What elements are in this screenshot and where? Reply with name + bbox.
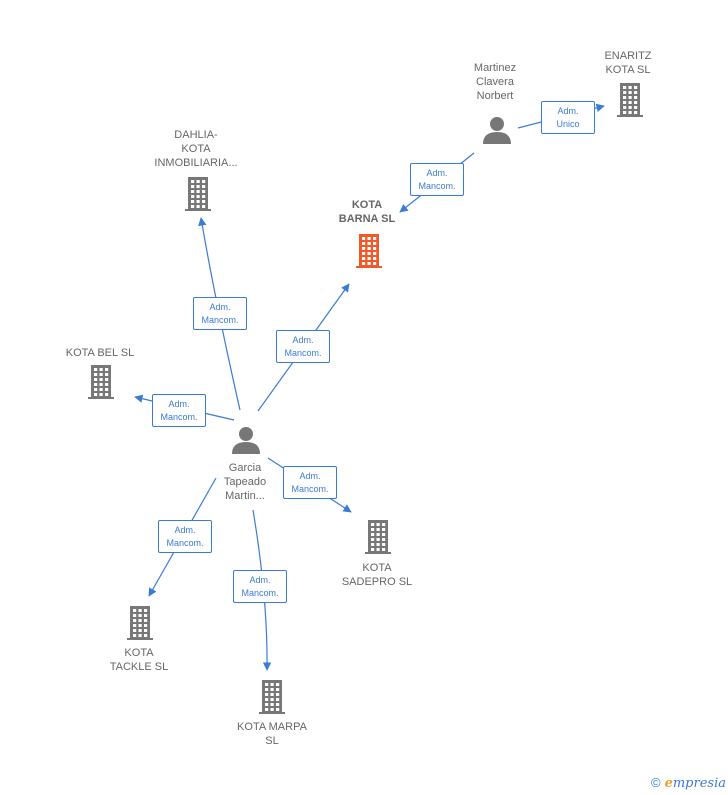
role-scope: Mancom. (418, 180, 456, 191)
node-label-dahlia[interactable]: DAHLIA- KOTA INMOBILIARIA... (154, 129, 238, 169)
brand-logo: empresia (664, 776, 726, 791)
footer-brand[interactable]: ©empresia (651, 775, 726, 791)
role-type: Adm. (426, 167, 448, 178)
person-icon-martinez[interactable] (483, 117, 511, 144)
role-scope: Mancom. (160, 411, 198, 422)
role-scope: Unico (556, 118, 580, 129)
role-label-garcia-to-kota-barna[interactable]: Adm. Mancom. (276, 330, 330, 363)
role-label-garcia-to-tackle[interactable]: Adm. Mancom. (158, 520, 212, 553)
role-type: Adm. (557, 105, 579, 116)
node-label-enaritz[interactable]: ENARITZ KOTA SL (604, 50, 652, 76)
role-label-martinez-to-kota-barna[interactable]: Adm. Mancom. (410, 163, 464, 196)
node-label-kota-barna[interactable]: KOTA BARNA SL (338, 199, 396, 225)
role-type: Adm. (299, 470, 321, 481)
role-scope: Mancom. (291, 483, 329, 494)
role-label-garcia-to-sadepro[interactable]: Adm. Mancom. (283, 466, 337, 499)
role-label-garcia-to-marpa[interactable]: Adm. Mancom. (233, 570, 287, 603)
role-scope: Mancom. (166, 537, 204, 548)
node-label-kota-bel[interactable]: KOTA BEL SL (65, 347, 135, 359)
role-type: Adm. (209, 301, 231, 312)
building-icon-sadepro[interactable] (365, 520, 391, 554)
role-label-garcia-to-kota-bel[interactable]: Adm. Mancom. (152, 394, 206, 427)
role-scope: Mancom. (241, 587, 279, 598)
role-scope: Mancom. (201, 314, 239, 325)
node-label-martinez[interactable]: Martinez Clavera Norbert (473, 62, 517, 102)
node-label-sadepro[interactable]: KOTA SADEPRO SL (341, 562, 413, 588)
building-icon-enaritz[interactable] (617, 83, 643, 117)
node-label-tackle[interactable]: KOTA TACKLE SL (109, 647, 169, 673)
copyright-symbol: © (650, 775, 661, 790)
role-type: Adm. (174, 524, 196, 535)
role-label-garcia-to-dahlia[interactable]: Adm. Mancom. (193, 297, 247, 330)
building-icon-tackle[interactable] (127, 606, 153, 640)
role-scope: Mancom. (284, 347, 322, 358)
role-label-martinez-to-enaritz[interactable]: Adm. Unico (541, 101, 595, 134)
role-type: Adm. (292, 334, 314, 345)
node-label-marpa[interactable]: KOTA MARPA SL (237, 721, 307, 747)
role-type: Adm. (168, 398, 190, 409)
node-label-garcia[interactable]: Garcia Tapeado Martin... (223, 462, 267, 502)
building-icon-kota-barna[interactable] (356, 234, 382, 268)
building-icon-dahlia[interactable] (185, 177, 211, 211)
building-icon-marpa[interactable] (259, 680, 285, 714)
role-type: Adm. (249, 574, 271, 585)
person-icon-garcia[interactable] (232, 427, 260, 454)
building-icon-kota-bel[interactable] (88, 365, 114, 399)
